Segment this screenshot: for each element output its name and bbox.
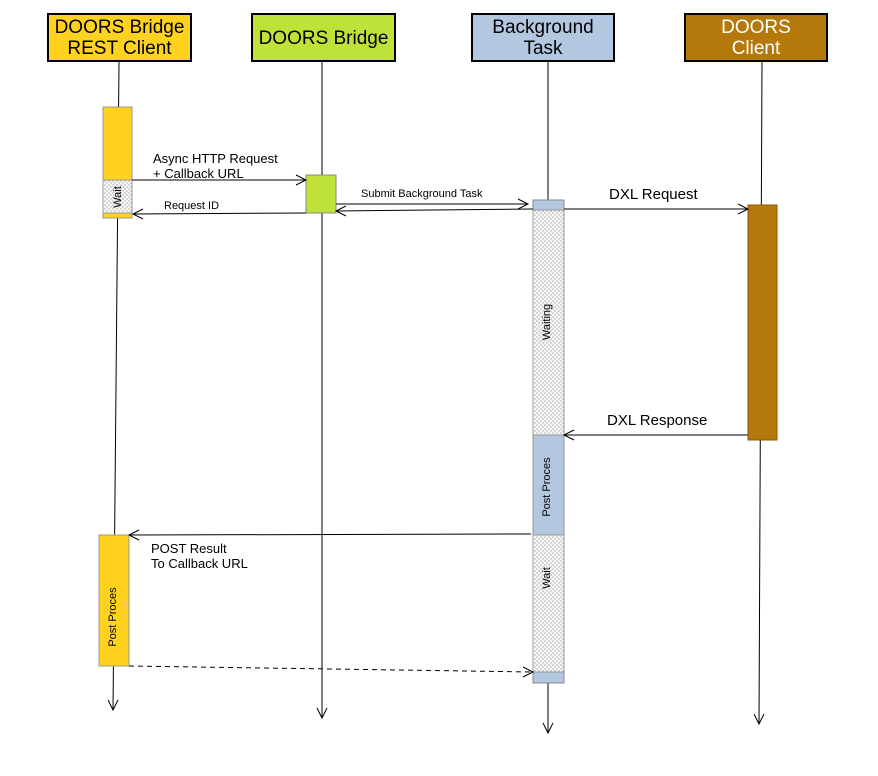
message-submit-task-return-arrowhead — [334, 205, 347, 217]
activation-background-task-post-process-label: Post Proces — [541, 457, 553, 517]
message-async-request-label-line2: + Callback URL — [153, 166, 244, 181]
participant-doors-client-box — [684, 13, 828, 62]
message-submit-task-return-line — [335, 208, 534, 212]
message-async-request — [132, 174, 308, 186]
participant-bridge: DOORS Bridge — [251, 13, 396, 62]
lifeline-background-task-arrowhead — [542, 722, 554, 735]
message-submit-task-arrowhead — [517, 198, 530, 210]
message-dxl-response-label: DXL Response — [607, 412, 707, 429]
activation-rest-client-wait-label: Wait — [112, 186, 124, 208]
message-callback-return-arrowhead — [522, 666, 535, 678]
activation-rest-client-1: Wait — [102, 106, 133, 219]
message-submit-task — [334, 198, 534, 217]
message-callback-return-line — [128, 665, 534, 673]
message-request-id — [131, 208, 307, 220]
participant-rest-client-box — [47, 13, 192, 62]
participant-doors-client: DOORS Client — [684, 13, 828, 62]
activation-background-task-wait-label: Wait — [541, 567, 553, 589]
message-callback-return — [128, 665, 535, 678]
lifeline-rest-client-arrowhead — [107, 699, 119, 712]
message-dxl-response-arrowhead — [562, 429, 575, 441]
message-post-result-line — [128, 533, 532, 536]
activation-bridge — [305, 174, 337, 214]
participant-bridge-box — [251, 13, 396, 62]
message-async-request-label-line1: Async HTTP Request — [153, 151, 278, 166]
participant-background-task-line2: Task — [523, 38, 563, 59]
message-post-result-label-line2: To Callback URL — [151, 556, 248, 571]
activation-rest-client-post-process — [98, 534, 130, 667]
participant-doors-client-line2: Client — [732, 38, 781, 59]
lifeline-bridge-arrowhead — [316, 707, 328, 720]
participant-background-task-line1: Background — [492, 17, 593, 38]
message-request-id-arrowhead — [131, 208, 144, 220]
message-dxl-response — [562, 429, 748, 441]
message-post-result-arrowhead — [127, 529, 140, 541]
participant-background-task-box — [471, 13, 615, 62]
lifeline-doors-client-arrowhead — [753, 713, 765, 726]
activation-background-task-waiting-label: Waiting — [541, 304, 553, 340]
activation-background-task-wait — [532, 534, 565, 673]
participant-rest-client: DOORS Bridge REST Client — [47, 13, 192, 62]
message-request-id-label: Request ID — [164, 200, 219, 212]
activation-doors-client — [747, 204, 778, 441]
message-dxl-request-label: DXL Request — [609, 186, 698, 203]
activation-background-task: Waiting Post Proces Wait — [532, 199, 565, 684]
participant-doors-client-line1: DOORS — [721, 17, 791, 38]
activation-rest-client-2: Post Proces — [98, 534, 130, 667]
message-submit-task-label: Submit Background Task — [361, 188, 483, 200]
participant-rest-client-line1: DOORS Bridge — [55, 17, 185, 38]
message-post-result-label-line1: POST Result — [151, 541, 227, 556]
participant-bridge-label: DOORS Bridge — [259, 28, 389, 49]
activation-rest-client-wait — [102, 179, 133, 214]
activation-background-task-waiting — [532, 209, 565, 436]
message-async-request-arrowhead — [295, 174, 308, 186]
activation-rest-client-post-process-label: Post Proces — [107, 587, 119, 647]
message-post-result — [127, 529, 532, 541]
participant-rest-client-line2: REST Client — [67, 38, 172, 59]
message-dxl-request — [564, 203, 750, 215]
message-dxl-request-arrowhead — [737, 203, 750, 215]
message-request-id-line — [132, 212, 307, 215]
participant-background-task: Background Task — [471, 13, 615, 62]
